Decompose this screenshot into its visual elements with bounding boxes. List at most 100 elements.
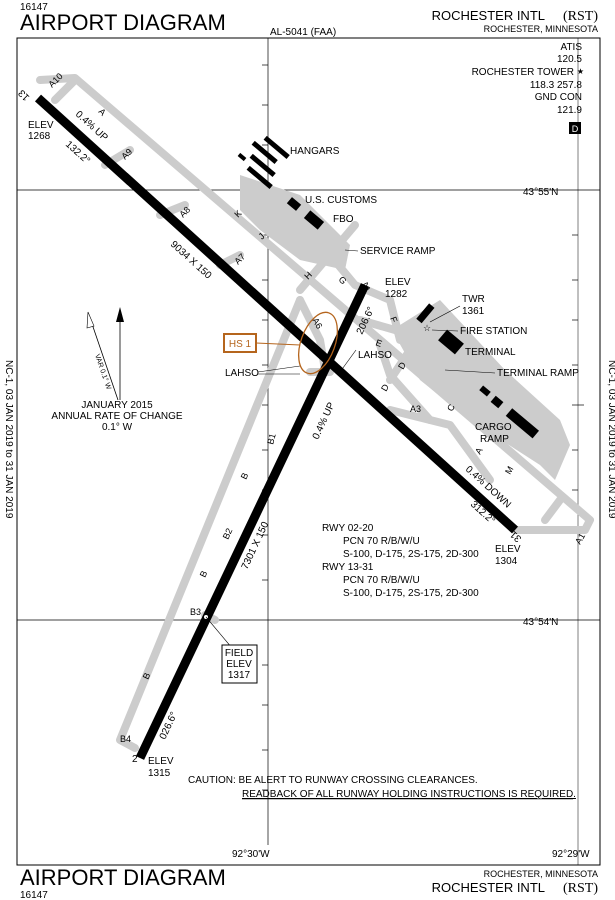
pavement-strength: RWY 02-20 PCN 70 R/B/W/U S-100, D-175, 2… (322, 523, 479, 599)
lat-north-label: 43°55'N (523, 187, 558, 198)
service-ramp-label: SERVICE RAMP (360, 246, 436, 257)
pcn-rwy-13-31-weights: S-100, D-175, 2S-175, 2D-300 (343, 588, 479, 599)
taxiway-label: B4 (120, 734, 131, 744)
frequency-box: ATIS 120.5 ROCHESTER TOWER ★ 118.3 257.8… (472, 42, 584, 116)
rwy13-elev-label: ELEV (28, 120, 54, 131)
variation-rate-label: ANNUAL RATE OF CHANGE (51, 411, 182, 422)
leader-lines (257, 249, 496, 375)
field-elevation: 1317 (228, 670, 251, 681)
rwy02-elev-label: ELEV (148, 756, 174, 767)
fbo-label: FBO (333, 214, 354, 225)
footer-chart-number: 16147 (20, 890, 48, 900)
pcn-rwy-13-31-value: PCN 70 R/B/W/U (343, 575, 420, 586)
rwy31-elev: 1304 (495, 556, 518, 567)
rwy20-elev-label: ELEV (385, 277, 411, 288)
pcn-rwy-02-20: RWY 02-20 (322, 523, 374, 534)
runway-02-20 (135, 283, 370, 760)
airport-location: ROCHESTER, MINNESOTA (484, 24, 598, 34)
facility-labels: HANGARS U.S. CUSTOMS FBO SERVICE RAMP TW… (225, 146, 579, 445)
field-elevation-box (221, 644, 258, 684)
rwy20-elev: 1282 (385, 289, 408, 300)
airspace-class-badge (569, 122, 581, 134)
taxiway-label: B2 (221, 527, 235, 541)
north-arrow (86, 307, 124, 401)
pcn-rwy-02-20-value: PCN 70 R/B/W/U (343, 536, 420, 547)
service-ramp-area (240, 175, 350, 270)
caution-line-1: CAUTION: BE ALERT TO RUNWAY CROSSING CLE… (188, 775, 478, 786)
pcn-rwy-02-20-weights: S-100, D-175, 2S-175, 2D-300 (343, 549, 479, 560)
airspace-class-letter: D (572, 124, 579, 134)
runway-end-2: 2 (132, 754, 138, 765)
footer-airport-code: (RST) (563, 881, 598, 896)
footer-airport-name: ROCHESTER INTL (432, 880, 545, 895)
taxiway-label: B (239, 471, 251, 481)
rwy31-elev-label: ELEV (495, 544, 521, 555)
customs-label: U.S. CUSTOMS (305, 195, 377, 206)
effective-dates-left: NC-1, 03 JAN 2019 to 31 JAN 2019 (3, 360, 14, 519)
buildings (237, 135, 540, 439)
variation-label: VAR 0.1° W (93, 353, 113, 391)
taxiway-label: D (396, 360, 408, 371)
taxiway-label: A6 (310, 316, 324, 331)
fire-station-label: FIRE STATION (460, 326, 527, 337)
taxiway-label: B1 (265, 432, 278, 445)
taxiway-label: H (302, 270, 314, 282)
tower-star-icon: ★ (577, 67, 584, 76)
lat-south-label: 43°54'N (523, 617, 558, 628)
tower-star-icon-map: ☆ (423, 323, 431, 333)
runway-end-13: 13 (16, 87, 32, 103)
atis-label: ATIS (561, 42, 583, 53)
magnetic-north-arrow-icon (86, 311, 95, 329)
rwy13-elev: 1268 (28, 131, 51, 142)
taxiway-label: A (97, 106, 108, 117)
taxiway-label: D (379, 382, 391, 393)
ground-label: GND CON (535, 92, 582, 103)
lahso-label-west: LAHSO (225, 368, 259, 379)
tick-marks (262, 64, 584, 791)
lahso-label-east: LAHSO (358, 350, 392, 361)
lon-west-label: 92°30'W (232, 849, 270, 860)
field-elev-leader (205, 616, 233, 649)
airport-name: ROCHESTER INTL (432, 8, 545, 23)
taxiway-labels: A10 A A9 A8 A7 A6 A3 A1 K J H G F E D D … (46, 71, 587, 744)
terminal-label: TERMINAL (465, 347, 516, 358)
footer-title: AIRPORT DIAGRAM (20, 865, 226, 890)
true-north-arrow-icon (116, 307, 124, 322)
diagram-frame (16, 37, 601, 866)
ground-frequency: 121.9 (557, 105, 582, 116)
field-label: FIELD (225, 648, 253, 659)
pcn-rwy-13-31: RWY 13-31 (322, 562, 374, 573)
cargo-ramp-label: CARGO (475, 422, 512, 433)
taxiway-label: B3 (190, 607, 201, 617)
variation-date: JANUARY 2015 (81, 400, 153, 411)
taxiway-label: F (388, 315, 399, 324)
caution-line-2: READBACK OF ALL RUNWAY HOLDING INSTRUCTI… (242, 789, 576, 800)
airport-code: (RST) (563, 9, 598, 24)
rwy02-slope: 0.4% UP (311, 401, 338, 442)
taxiway-label: A (473, 446, 485, 456)
taxiway-label: B (141, 671, 153, 681)
taxiway-label: G (337, 274, 349, 286)
effective-dates-right: NC-1, 03 JAN 2019 to 31 JAN 2019 (606, 360, 615, 519)
hot-spot-leader (255, 342, 301, 346)
taxiway-label: M (503, 465, 515, 476)
taxiway-label: A1 (573, 531, 587, 546)
field-elev-label: ELEV (226, 659, 252, 670)
taxiway-label: E (374, 337, 383, 348)
tower-elevation: 1361 (462, 306, 485, 317)
hot-spot-label: HS 1 (229, 339, 252, 350)
runway-13-31 (34, 94, 519, 534)
procedure-id: AL-5041 (FAA) (270, 27, 336, 38)
taxiway-label: J (256, 231, 266, 241)
runway-end-20: 20 (356, 279, 371, 294)
taxiway-label: K (232, 208, 243, 219)
lon-east-label: 92°29'W (552, 849, 590, 860)
hot-spot-badge[interactable] (223, 333, 257, 353)
terminal-ramp-label: TERMINAL RAMP (497, 368, 579, 379)
chart-number: 16147 (20, 2, 48, 13)
hangars-label: HANGARS (290, 146, 340, 157)
rwy02-elev: 1315 (148, 768, 171, 779)
tower-label-map: TWR (462, 294, 485, 305)
taxiway-label: C (445, 402, 457, 413)
